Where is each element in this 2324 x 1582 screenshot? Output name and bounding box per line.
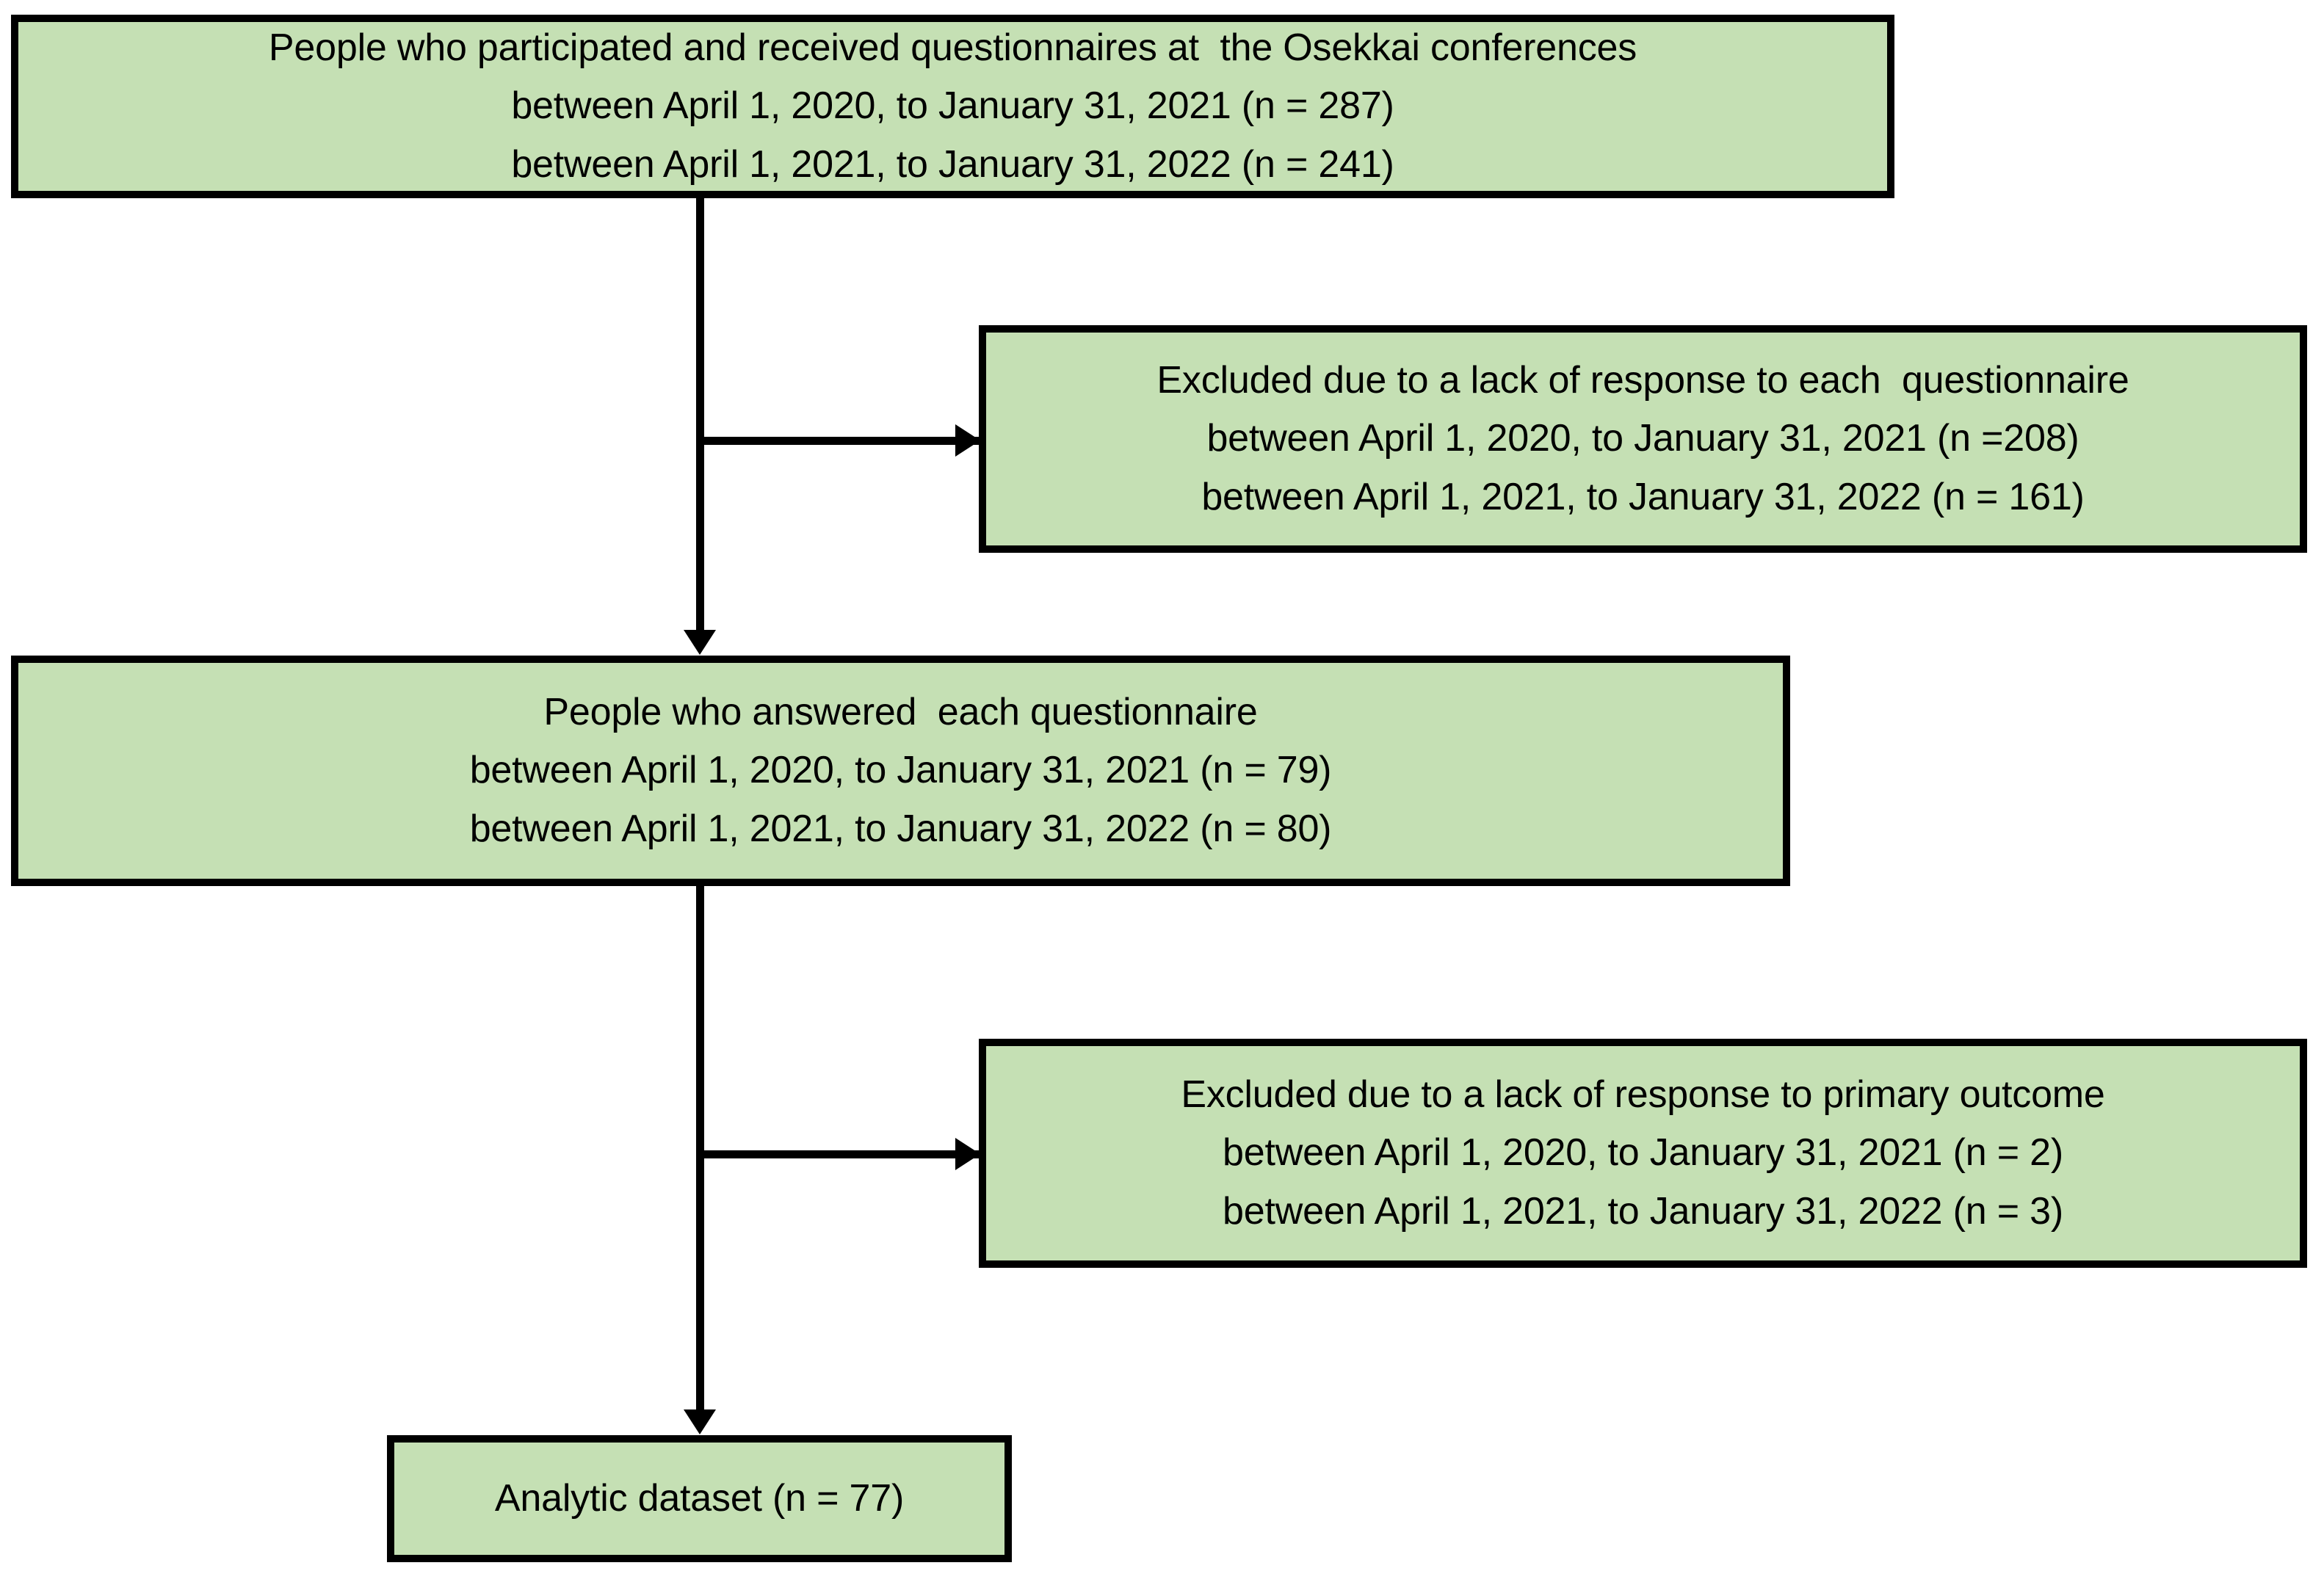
node-answered-line-2: between April 1, 2020, to January 31, 20…	[469, 749, 1332, 792]
node-enrolled: People who participated and received que…	[11, 15, 1894, 198]
node-excluded-primary-outcome: Excluded due to a lack of response to pr…	[979, 1039, 2307, 1268]
connector-answered-to-analytic-line	[696, 886, 704, 1411]
arrow-down-icon-enrolled-to-answered	[684, 630, 716, 655]
arrow-down-icon-answered-to-analytic	[684, 1409, 716, 1434]
node-excluded-1-line-3: between April 1, 2021, to January 31, 20…	[1201, 475, 2085, 518]
node-answered: People who answered each questionnaire b…	[11, 656, 1790, 886]
node-answered-line-1: People who answered each questionnaire	[543, 691, 1258, 734]
node-excluded-1-line-1: Excluded due to a lack of response to ea…	[1156, 359, 2129, 402]
node-analytic-dataset: Analytic dataset (n = 77)	[387, 1435, 1012, 1562]
node-excluded-2-line-2: between April 1, 2020, to January 31, 20…	[1223, 1131, 2063, 1175]
node-enrolled-line-2: between April 1, 2020, to January 31, 20…	[511, 84, 1394, 128]
node-excluded-questionnaire: Excluded due to a lack of response to ea…	[979, 325, 2307, 553]
node-analytic-line-1: Analytic dataset (n = 77)	[494, 1476, 905, 1520]
connector-answered-to-excluded-2-line	[696, 1150, 982, 1158]
connector-enrolled-to-excluded-1-line	[696, 437, 982, 445]
node-answered-line-3: between April 1, 2021, to January 31, 20…	[469, 807, 1332, 850]
arrow-right-icon-answered-to-excluded-2	[955, 1138, 980, 1170]
node-excluded-1-line-2: between April 1, 2020, to January 31, 20…	[1206, 417, 2079, 460]
node-enrolled-line-3: between April 1, 2021, to January 31, 20…	[511, 142, 1394, 186]
node-excluded-2-line-3: between April 1, 2021, to January 31, 20…	[1223, 1189, 2063, 1233]
connector-enrolled-to-answered-line	[696, 198, 704, 631]
arrow-right-icon-enrolled-to-excluded-1	[955, 424, 980, 457]
node-enrolled-line-1: People who participated and received que…	[268, 26, 1637, 70]
node-excluded-2-line-1: Excluded due to a lack of response to pr…	[1181, 1073, 2105, 1117]
